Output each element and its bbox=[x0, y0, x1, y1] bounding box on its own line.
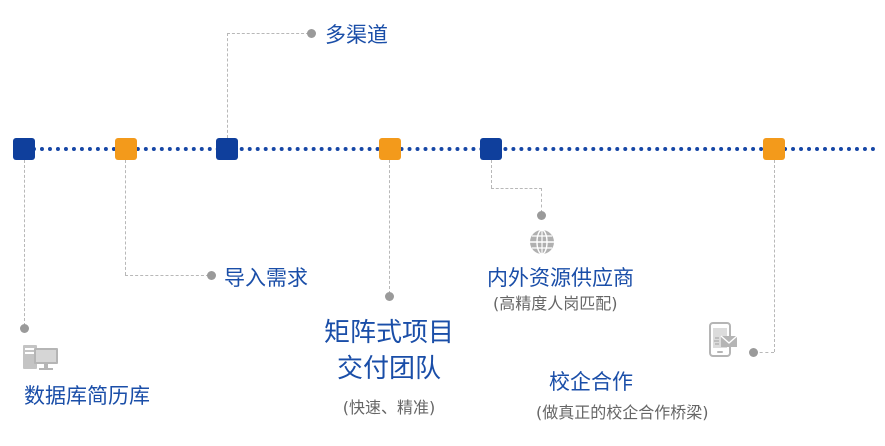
timeline-node-6 bbox=[763, 138, 785, 160]
globe-icon bbox=[530, 229, 554, 255]
connector-school-vertical bbox=[774, 160, 775, 352]
timeline-node-4 bbox=[379, 138, 401, 160]
label-school: 校企合作 bbox=[549, 370, 633, 394]
connector-dot-matrix bbox=[385, 292, 394, 301]
connector-dot-supplier bbox=[537, 211, 546, 220]
label-multi-channel: 多渠道 bbox=[325, 23, 388, 47]
connector-supplier-vertical bbox=[491, 160, 492, 188]
label-supplier-sub: (高精度人岗匹配) bbox=[493, 294, 618, 313]
connector-supplier-vertical-2 bbox=[541, 188, 542, 213]
label-matrix-sub: (快速、精准) bbox=[342, 398, 436, 417]
connector-dot-import bbox=[207, 271, 216, 280]
connector-dot-school bbox=[749, 348, 758, 357]
label-school-sub: (做真正的校企合作桥梁) bbox=[536, 403, 709, 422]
label-database: 数据库简历库 bbox=[24, 384, 150, 408]
connector-database-vertical bbox=[24, 160, 25, 326]
label-import-demand: 导入需求 bbox=[224, 266, 308, 290]
connector-multi-channel-horizontal bbox=[227, 33, 309, 34]
timeline-node-3 bbox=[216, 138, 238, 160]
connector-matrix-vertical bbox=[389, 160, 390, 294]
connector-school-horizontal bbox=[754, 352, 774, 353]
connector-import-vertical bbox=[125, 160, 126, 275]
connector-dot-database bbox=[20, 324, 29, 333]
label-matrix-line1: 矩阵式项目 bbox=[323, 318, 454, 348]
connector-supplier-horizontal bbox=[491, 188, 542, 189]
label-supplier: 内外资源供应商 bbox=[487, 266, 634, 290]
connector-import-horizontal bbox=[125, 275, 209, 276]
label-matrix-line2: 交付团队 bbox=[336, 354, 441, 384]
connector-multi-channel-vertical bbox=[227, 33, 228, 138]
timeline-node-2 bbox=[115, 138, 137, 160]
timeline-node-5 bbox=[480, 138, 502, 160]
computer-icon bbox=[23, 345, 58, 370]
connector-dot-multi-channel bbox=[307, 29, 316, 38]
phone-mail-icon bbox=[709, 322, 738, 357]
timeline-line bbox=[24, 147, 876, 151]
timeline-node-1 bbox=[13, 138, 35, 160]
